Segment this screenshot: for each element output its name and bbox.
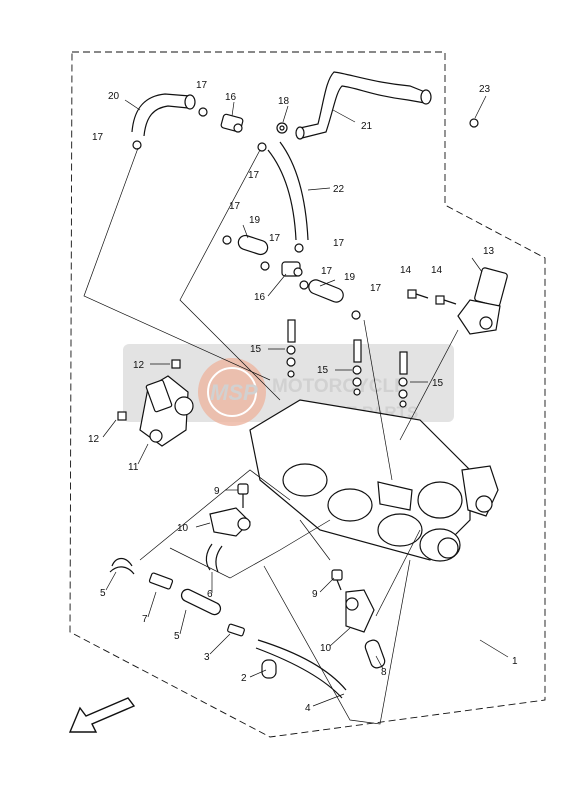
callout-15-left: 15 bbox=[250, 344, 262, 355]
callout-5-lower: 5 bbox=[174, 631, 180, 642]
callout-10-right: 10 bbox=[320, 643, 332, 654]
bolt-14 bbox=[407, 289, 457, 305]
callout-18: 18 bbox=[278, 96, 290, 107]
callout-12-upper: 12 bbox=[133, 360, 145, 371]
hose-20 bbox=[131, 93, 196, 137]
connector-7 bbox=[148, 572, 174, 590]
sensor-13 bbox=[457, 267, 508, 335]
callout-17-d: 17 bbox=[229, 201, 241, 212]
fitting-18 bbox=[276, 122, 288, 134]
callout-1: 1 bbox=[512, 656, 518, 667]
sensor-10-left bbox=[209, 507, 251, 537]
callout-13: 13 bbox=[483, 246, 495, 257]
throttle-body-assembly bbox=[249, 399, 499, 562]
callout-21: 21 bbox=[361, 121, 373, 132]
watermark: MSP MOTORCYCLE SPARE PARTS bbox=[123, 344, 454, 426]
callout-17-c: 17 bbox=[248, 170, 260, 181]
callout-16-top: 16 bbox=[225, 92, 237, 103]
hose-5-lower bbox=[180, 588, 222, 616]
hose-19-right bbox=[308, 279, 344, 303]
hose-4 bbox=[255, 639, 347, 699]
callout-19-right: 19 bbox=[344, 272, 356, 283]
callout-15-mid: 15 bbox=[317, 365, 329, 376]
hose-19-left bbox=[237, 234, 269, 256]
callout-labels: 1 2 3 4 5 5 6 7 8 9 9 10 10 11 12 12 13 … bbox=[88, 80, 518, 714]
hose-6 bbox=[205, 543, 223, 573]
hose-8 bbox=[364, 639, 386, 669]
clip-17 bbox=[132, 107, 479, 320]
fitting-16-mid bbox=[281, 261, 303, 277]
callout-17-a: 17 bbox=[196, 80, 208, 91]
callout-14-right: 14 bbox=[431, 265, 443, 276]
callout-9-right: 9 bbox=[312, 589, 318, 600]
bolt-9-left bbox=[237, 483, 249, 508]
fitting-16-top bbox=[220, 113, 244, 133]
injector-set-15 bbox=[286, 319, 408, 408]
callout-12-lower: 12 bbox=[88, 434, 100, 445]
callout-8: 8 bbox=[381, 667, 387, 678]
callout-17-b: 17 bbox=[92, 132, 104, 143]
hose-5-upper bbox=[109, 557, 135, 575]
callout-9-left: 9 bbox=[214, 486, 220, 497]
callout-3: 3 bbox=[204, 652, 210, 663]
callout-11: 11 bbox=[128, 462, 139, 473]
connector-3 bbox=[227, 623, 245, 637]
callout-5-upper: 5 bbox=[100, 588, 106, 599]
hose-22 bbox=[267, 141, 309, 241]
callout-16-mid: 16 bbox=[254, 292, 266, 303]
callout-7: 7 bbox=[142, 614, 148, 625]
watermark-line1: MOTORCYCLE bbox=[272, 376, 407, 397]
callout-17-e: 17 bbox=[333, 238, 345, 249]
callout-2: 2 bbox=[241, 673, 247, 684]
callout-22: 22 bbox=[333, 184, 345, 195]
callout-23: 23 bbox=[479, 84, 491, 95]
hose-21 bbox=[295, 71, 432, 140]
callout-6: 6 bbox=[207, 589, 213, 600]
leader-lines bbox=[83, 95, 509, 725]
callout-20: 20 bbox=[108, 91, 120, 102]
callout-10-left: 10 bbox=[177, 523, 189, 534]
sensor-10-right bbox=[345, 589, 375, 633]
callout-4: 4 bbox=[305, 703, 311, 714]
hose-2 bbox=[261, 659, 277, 679]
watermark-logo: MSP bbox=[210, 380, 258, 405]
assembly-boundary bbox=[69, 51, 546, 738]
bolt-9-right bbox=[331, 569, 343, 591]
callout-14-left: 14 bbox=[400, 265, 412, 276]
callout-17-h: 17 bbox=[269, 233, 281, 244]
callout-17-f: 17 bbox=[321, 266, 333, 277]
sensor-bracket-11 bbox=[117, 359, 194, 447]
front-arrow-icon bbox=[68, 697, 136, 733]
callout-15-right: 15 bbox=[432, 378, 444, 389]
callout-19-left: 19 bbox=[249, 215, 261, 226]
callout-17-g: 17 bbox=[370, 283, 382, 294]
